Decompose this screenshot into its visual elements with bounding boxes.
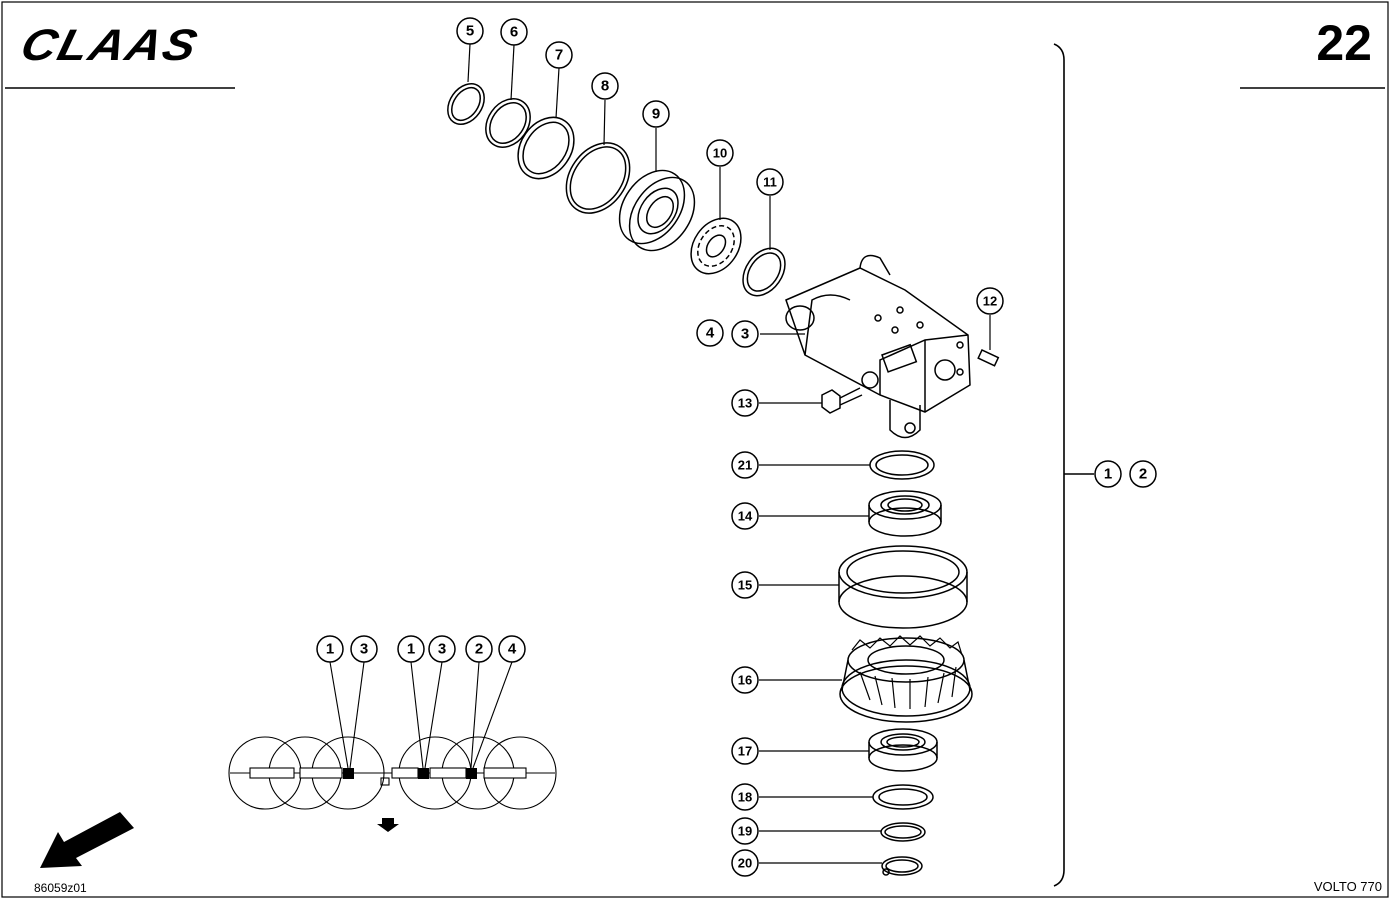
part-16-bevel-gear [839,635,973,723]
callout-circles [316,17,1157,877]
callout-overview-1a: 1 [326,641,334,658]
callout-7: 7 [555,47,563,64]
part-21-seal-ring [869,450,935,480]
part-11-ring [742,247,786,297]
callout-9: 9 [652,106,660,123]
callout-overview-4: 4 [508,641,517,658]
machine-model: VOLTO 770 [1313,879,1382,894]
part-7-circlip [517,116,575,180]
callout-17: 17 [738,744,752,759]
callout-19: 19 [738,824,752,839]
part-5-circlip [447,83,485,125]
callout-13: 13 [738,396,752,411]
part-12-pin [977,349,1000,367]
leader-lines [467,43,991,864]
part-14-bearing [868,490,942,537]
overview-mower-schematic [228,661,557,810]
callout-overview-2: 2 [475,641,483,658]
callout-12: 12 [983,294,997,309]
callout-14: 14 [738,509,753,524]
part-13-bolt [821,387,863,414]
page-number: 22 [1316,15,1372,71]
callout-8: 8 [601,78,609,95]
part-15-bearing-ring [838,545,968,629]
part-20-circlip [881,856,923,876]
part-6-ring [485,98,531,148]
part-17-bearing [868,728,938,772]
callout-11: 11 [763,175,777,190]
part-19-ring [880,822,926,842]
part-8-ring [565,142,631,214]
callout-16: 16 [738,673,752,688]
callout-3: 3 [741,326,749,343]
callout-4: 4 [706,325,715,342]
callout-6: 6 [510,24,518,41]
callout-overview-1b: 1 [407,641,415,658]
callout-assembly-2: 2 [1139,466,1147,483]
part-3-4-gearbox-housing [785,254,971,439]
callout-labels: 5 6 7 8 9 10 11 12 4 3 13 21 14 15 16 17… [326,23,1147,871]
down-arrow-icon [377,818,399,832]
drawing-reference: 86059z01 [34,881,87,895]
part-18-ring [872,784,934,810]
part-9-bearing [618,169,696,252]
callout-overview-3b: 3 [438,641,446,658]
callout-21: 21 [738,458,752,473]
callout-18: 18 [738,790,752,805]
callout-20: 20 [738,856,752,871]
callout-overview-3a: 3 [360,641,368,658]
callout-5: 5 [466,23,474,40]
callout-10: 10 [713,146,727,161]
schematic-markers [40,768,477,868]
assembly-bracket [1053,43,1065,887]
direction-arrow-icon [40,812,134,868]
callout-15: 15 [738,578,752,593]
callout-assembly-1: 1 [1104,466,1112,483]
